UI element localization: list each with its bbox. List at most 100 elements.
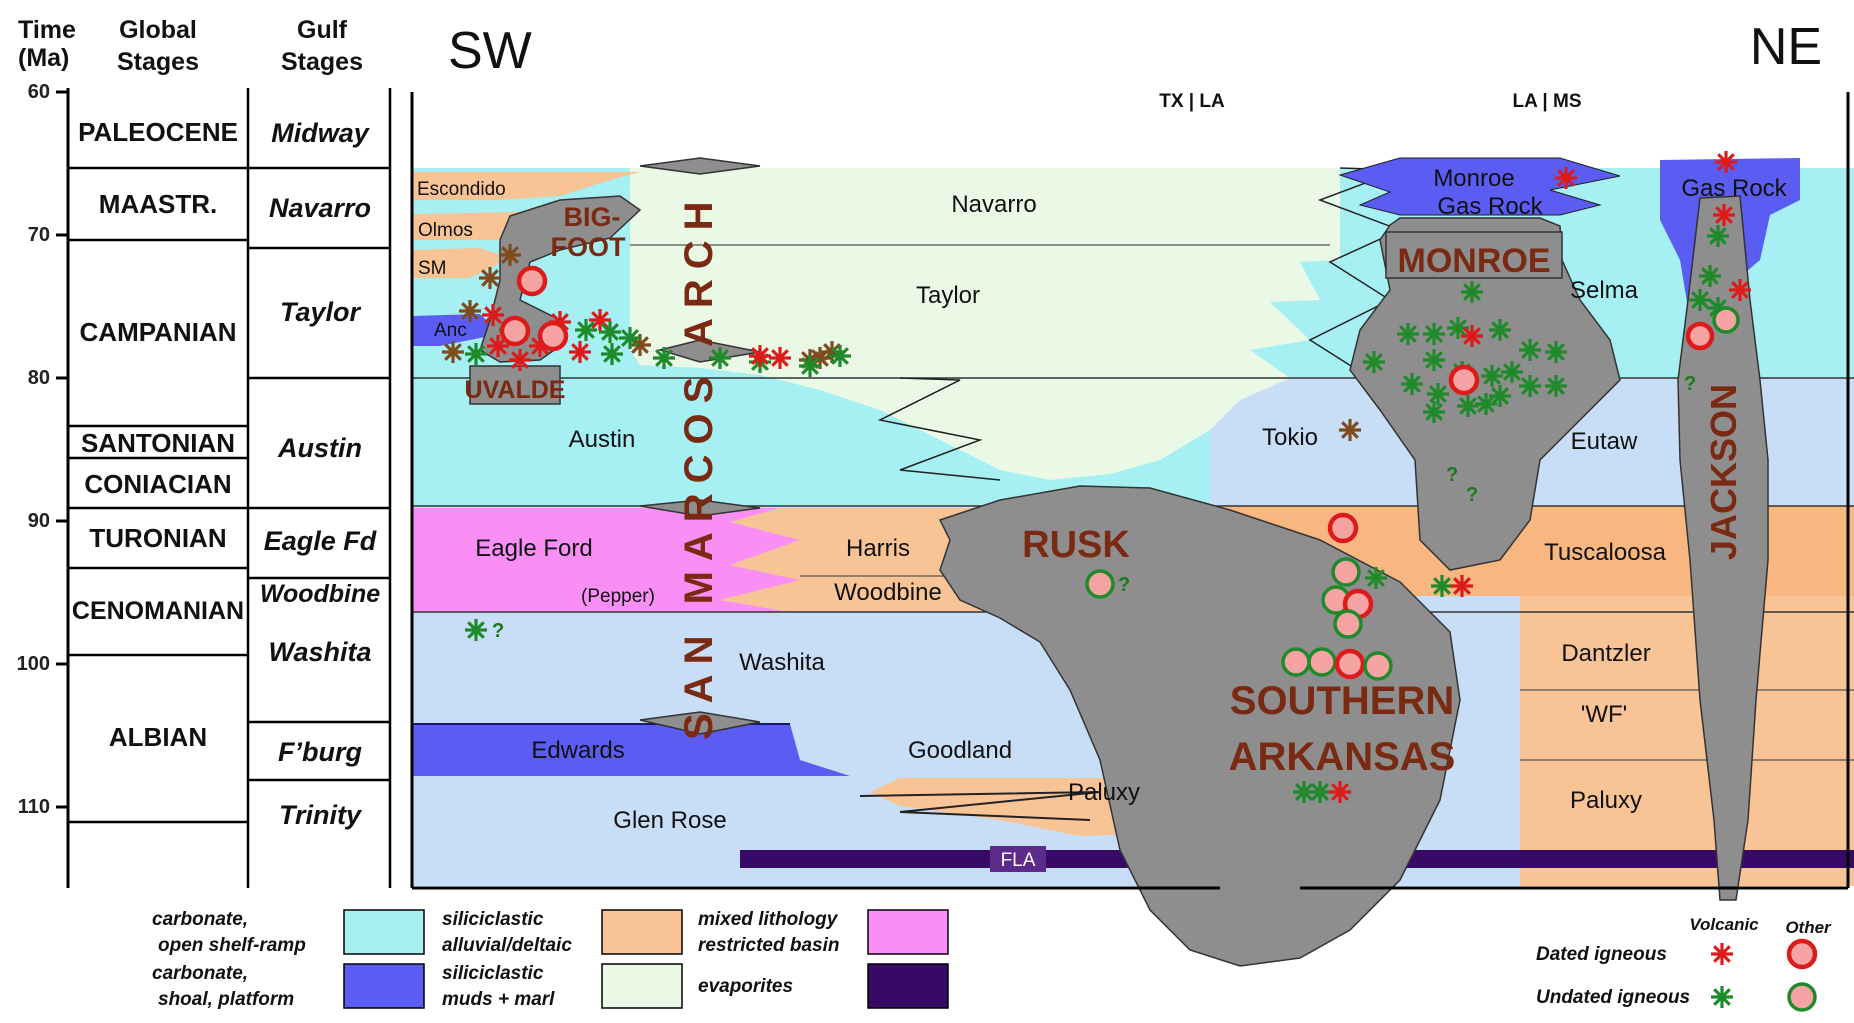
label-arkansas: ARKANSAS <box>1229 735 1456 779</box>
tick-80: 80 <box>28 367 50 389</box>
monroe-gas-rock-unit <box>1338 157 1621 216</box>
legend-swatch-alluvial <box>601 909 683 955</box>
intrusion-labels: BIG- FOOT UVALDE SAN MARCOS ARCH RUSK SO… <box>465 191 1744 779</box>
legend-alluvial-line1: siliciclastic <box>442 909 544 930</box>
tick-110: 110 <box>18 796 50 818</box>
undated-volcanic-marker <box>1475 393 1497 415</box>
tick-90: 90 <box>28 510 50 532</box>
legend-swatch-restricted <box>867 909 949 955</box>
legend-markers <box>1711 938 1818 1012</box>
igneous-markers <box>442 151 1751 803</box>
label-glen-rose: Glen Rose <box>613 807 726 834</box>
fla-box-label <box>990 846 1046 872</box>
legend-undated-volcanic-icon <box>1711 986 1733 1008</box>
undated-volcanic-marker <box>1699 265 1721 287</box>
undated-volcanic-marker <box>1545 375 1567 397</box>
undated-volcanic-marker <box>1689 289 1711 311</box>
gulf-navarro: Navarro <box>269 193 371 223</box>
label-edwards: Edwards <box>531 737 624 764</box>
stage-campanian: CAMPANIAN <box>80 317 237 347</box>
label-southern: SOUTHERN <box>1230 679 1454 723</box>
dated-other-marker <box>1685 321 1715 351</box>
global-stage-labels: PALEOCENE MAASTR. CAMPANIAN SANTONIAN CO… <box>72 117 244 752</box>
label-monroe-gas-rock-1: Monroe <box>1433 165 1514 192</box>
global-header-line1: Global <box>119 16 197 44</box>
legend-muds-line1: siliciclastic <box>442 963 544 984</box>
undated-volcanic-marker <box>1427 383 1449 405</box>
question-mark: ? <box>1118 574 1130 596</box>
legend-restricted-line2: restricted basin <box>698 935 840 956</box>
brown-volcanic-marker <box>479 267 501 289</box>
igneous-legend: Volcanic Other Dated igneous Undated ign… <box>1536 915 1832 1012</box>
time-tick-labels: 60 70 80 90 100 110 <box>17 81 50 818</box>
gulf-trinity: Trinity <box>279 800 363 830</box>
gulf-washita: Washita <box>268 637 371 667</box>
undated-volcanic-marker <box>1519 375 1541 397</box>
label-selma: Selma <box>1570 277 1639 304</box>
legend-dated-igneous: Dated igneous <box>1536 944 1667 965</box>
label-eutaw: Eutaw <box>1571 428 1638 455</box>
undated-other-marker <box>1331 557 1361 587</box>
undated-volcanic-marker <box>653 347 675 369</box>
label-anc: Anc <box>434 320 467 341</box>
label-harris: Harris <box>846 535 910 562</box>
label-goodland: Goodland <box>908 737 1012 764</box>
legend-undated-igneous: Undated igneous <box>1536 987 1690 1008</box>
undated-other-marker <box>1363 651 1393 681</box>
label-san-marcos-arch: SAN MARCOS ARCH <box>677 191 721 740</box>
undated-volcanic-marker <box>1365 567 1387 589</box>
global-stage-column <box>68 88 250 888</box>
undated-volcanic-marker <box>1431 575 1453 597</box>
stage-turonian: TURONIAN <box>89 523 226 553</box>
tick-60: 60 <box>28 81 50 103</box>
label-bigfoot-2: FOOT <box>551 232 626 262</box>
undated-volcanic-marker <box>709 347 731 369</box>
question-mark: ? <box>1684 373 1696 395</box>
undated-volcanic-marker <box>1457 395 1479 417</box>
label-taylor: Taylor <box>916 282 980 309</box>
facies-legend: carbonate, open shelf-ramp carbonate, sh… <box>152 909 949 1010</box>
tx-la-boundary-label: TX | LA <box>1159 91 1225 112</box>
label-bigfoot-1: BIG- <box>564 202 621 232</box>
gulf-stage-labels: Midway Navarro Taylor Austin Eagle Fd Wo… <box>260 118 380 830</box>
gulf-header-line1: Gulf <box>297 16 348 44</box>
label-sm: SM <box>418 258 447 279</box>
ne-direction-label: NE <box>1750 18 1822 76</box>
dated-other-marker <box>1448 364 1480 396</box>
legend-swatch-carbonate-open <box>343 909 425 955</box>
undated-volcanic-marker <box>1489 319 1511 341</box>
muds-marl-wedge <box>630 168 1340 480</box>
legend-swatch-muds <box>601 963 683 1009</box>
undated-volcanic-marker <box>1461 281 1483 303</box>
undated-volcanic-marker <box>465 343 487 365</box>
dated-other-marker <box>516 265 548 297</box>
legend-carbonate-open-line2: open shelf-ramp <box>158 935 306 956</box>
undated-volcanic-marker <box>1481 365 1503 387</box>
uvalde-box <box>469 365 561 405</box>
time-header-line1: Time <box>18 16 76 44</box>
undated-volcanic-marker <box>1363 351 1385 373</box>
gulf-fburg: F’burg <box>278 737 362 767</box>
jackson-body <box>1677 195 1769 901</box>
tick-100: 100 <box>17 653 50 675</box>
dated-volcanic-marker <box>487 335 509 357</box>
label-rusk: RUSK <box>1022 524 1130 566</box>
legend-volcanic-header: Volcanic <box>1689 915 1759 934</box>
label-washita: Washita <box>739 649 825 676</box>
undated-other-marker <box>1712 306 1740 334</box>
question-mark: ? <box>1466 484 1478 506</box>
label-paluxy-right: Paluxy <box>1570 787 1642 814</box>
gulf-stage-column <box>248 88 392 888</box>
legend-swatch-evaporites <box>867 963 949 1009</box>
dated-volcanic-marker <box>769 347 791 369</box>
undated-volcanic-marker <box>1707 225 1729 247</box>
escondido-unit <box>412 172 640 200</box>
undated-volcanic-marker <box>1423 349 1445 371</box>
stage-paleocene: PALEOCENE <box>78 117 238 147</box>
undated-volcanic-marker <box>1423 323 1445 345</box>
legend-undated-other-icon <box>1787 982 1817 1012</box>
question-mark: ? <box>492 620 504 642</box>
dated-volcanic-marker <box>482 304 504 326</box>
stage-santonian: SANTONIAN <box>81 428 235 458</box>
undated-volcanic-marker <box>1489 385 1511 407</box>
